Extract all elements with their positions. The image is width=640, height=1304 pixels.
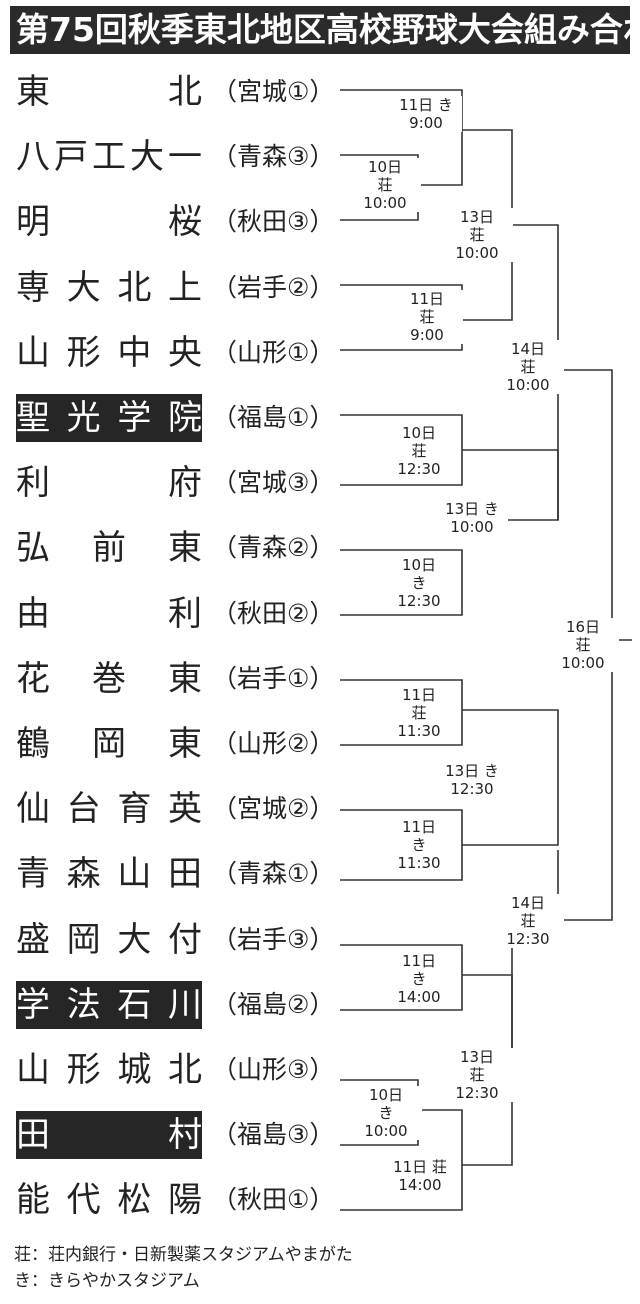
match-schedule-m4: 10日 荘 12:30 bbox=[383, 424, 455, 478]
team-prefecture: （宮城③） bbox=[212, 468, 335, 498]
bracket-line bbox=[340, 1109, 463, 1211]
match-schedule-m6: 11日 荘 11:30 bbox=[383, 686, 455, 740]
team-prefecture: （青森①） bbox=[212, 859, 335, 889]
team-prefecture: （福島③） bbox=[212, 1120, 335, 1150]
match-schedule-m7: 11日 き 11:30 bbox=[383, 818, 455, 872]
match-schedule-m16: 14日 荘 12:30 bbox=[492, 894, 564, 948]
bracket-line bbox=[340, 944, 463, 1011]
team-name: 由利 bbox=[16, 593, 202, 634]
team-name: 盛岡大付 bbox=[16, 919, 202, 960]
bracket-line bbox=[511, 850, 559, 1070]
team-name: 山形城北 bbox=[16, 1050, 202, 1090]
team-prefecture: （福島①） bbox=[212, 403, 335, 432]
match-schedule-m2: 11日 き 9:00 bbox=[390, 96, 462, 132]
team-name: 鶴岡東 bbox=[16, 724, 202, 764]
team-name: 利府 bbox=[16, 463, 202, 504]
team-prefecture: （山形③） bbox=[212, 1055, 335, 1084]
match-schedule-m11: 13日 荘 10:00 bbox=[441, 208, 513, 262]
team-name: 八戸工大一 bbox=[16, 137, 202, 178]
team-name: 能代松陽 bbox=[16, 1180, 202, 1221]
bracket-line bbox=[512, 224, 559, 520]
match-schedule-m13: 13日 き 12:30 bbox=[436, 762, 508, 798]
match-schedule-m5: 10日 き 12:30 bbox=[383, 556, 455, 610]
team-prefecture: （山形②） bbox=[212, 729, 335, 758]
bracket-line bbox=[340, 89, 463, 186]
match-schedule-m12: 13日 き 10:00 bbox=[436, 500, 508, 536]
bracket-line bbox=[462, 709, 559, 846]
legend-line-1: 荘：荘内銀行・日新製薬スタジアムやまがた bbox=[14, 1245, 353, 1265]
bracket-line bbox=[340, 549, 463, 616]
team-prefecture: （宮城①） bbox=[212, 77, 335, 106]
team-name: 東北 bbox=[16, 72, 202, 112]
match-schedule-m1: 10日 荘 10:00 bbox=[349, 158, 421, 212]
team-name: 明桜 bbox=[16, 202, 202, 243]
team-name: 専大北上 bbox=[16, 267, 202, 308]
team-prefecture: （秋田②） bbox=[212, 598, 335, 628]
team-name: 仙台育英 bbox=[16, 789, 202, 830]
match-schedule-m8: 11日 き 14:00 bbox=[383, 952, 455, 1006]
bracket-line bbox=[340, 679, 463, 746]
team-prefecture: （岩手②） bbox=[212, 272, 335, 302]
match-schedule-m10: 11日 荘 14:00 bbox=[384, 1158, 456, 1194]
team-name: 花巻東 bbox=[16, 658, 202, 699]
team-prefecture: （青森③） bbox=[212, 142, 335, 172]
team-prefecture: （秋田③） bbox=[212, 207, 335, 237]
team-name: 山形中央 bbox=[16, 332, 202, 373]
match-schedule-m17: 16日 荘 10:00 bbox=[547, 618, 619, 672]
page-title: 第75回秋季東北地区高校野球大会組み合わせ bbox=[10, 6, 630, 54]
team-name: 学法石川 bbox=[16, 980, 202, 1029]
team-prefecture: （秋田①） bbox=[212, 1185, 335, 1215]
team-prefecture: （福島②） bbox=[212, 989, 335, 1019]
match-schedule-m14: 13日 荘 12:30 bbox=[441, 1048, 513, 1102]
team-prefecture: （青森②） bbox=[212, 533, 335, 563]
legend-line-2: き：きらやかスタジアム bbox=[14, 1271, 200, 1291]
team-prefecture: （山形①） bbox=[212, 337, 335, 367]
team-prefecture: （岩手①） bbox=[212, 663, 335, 693]
team-prefecture: （岩手③） bbox=[212, 924, 335, 954]
team-prefecture: （宮城②） bbox=[212, 794, 335, 824]
match-schedule-m15: 14日 荘 10:00 bbox=[492, 340, 564, 394]
match-schedule-m3: 11日 荘 9:00 bbox=[391, 290, 463, 344]
team-name: 田村 bbox=[16, 1111, 202, 1160]
match-schedule-m9: 10日 き 10:00 bbox=[350, 1086, 422, 1140]
team-name: 弘前東 bbox=[16, 528, 202, 569]
team-name: 聖光学院 bbox=[16, 394, 202, 442]
team-name: 青森山田 bbox=[16, 854, 202, 895]
